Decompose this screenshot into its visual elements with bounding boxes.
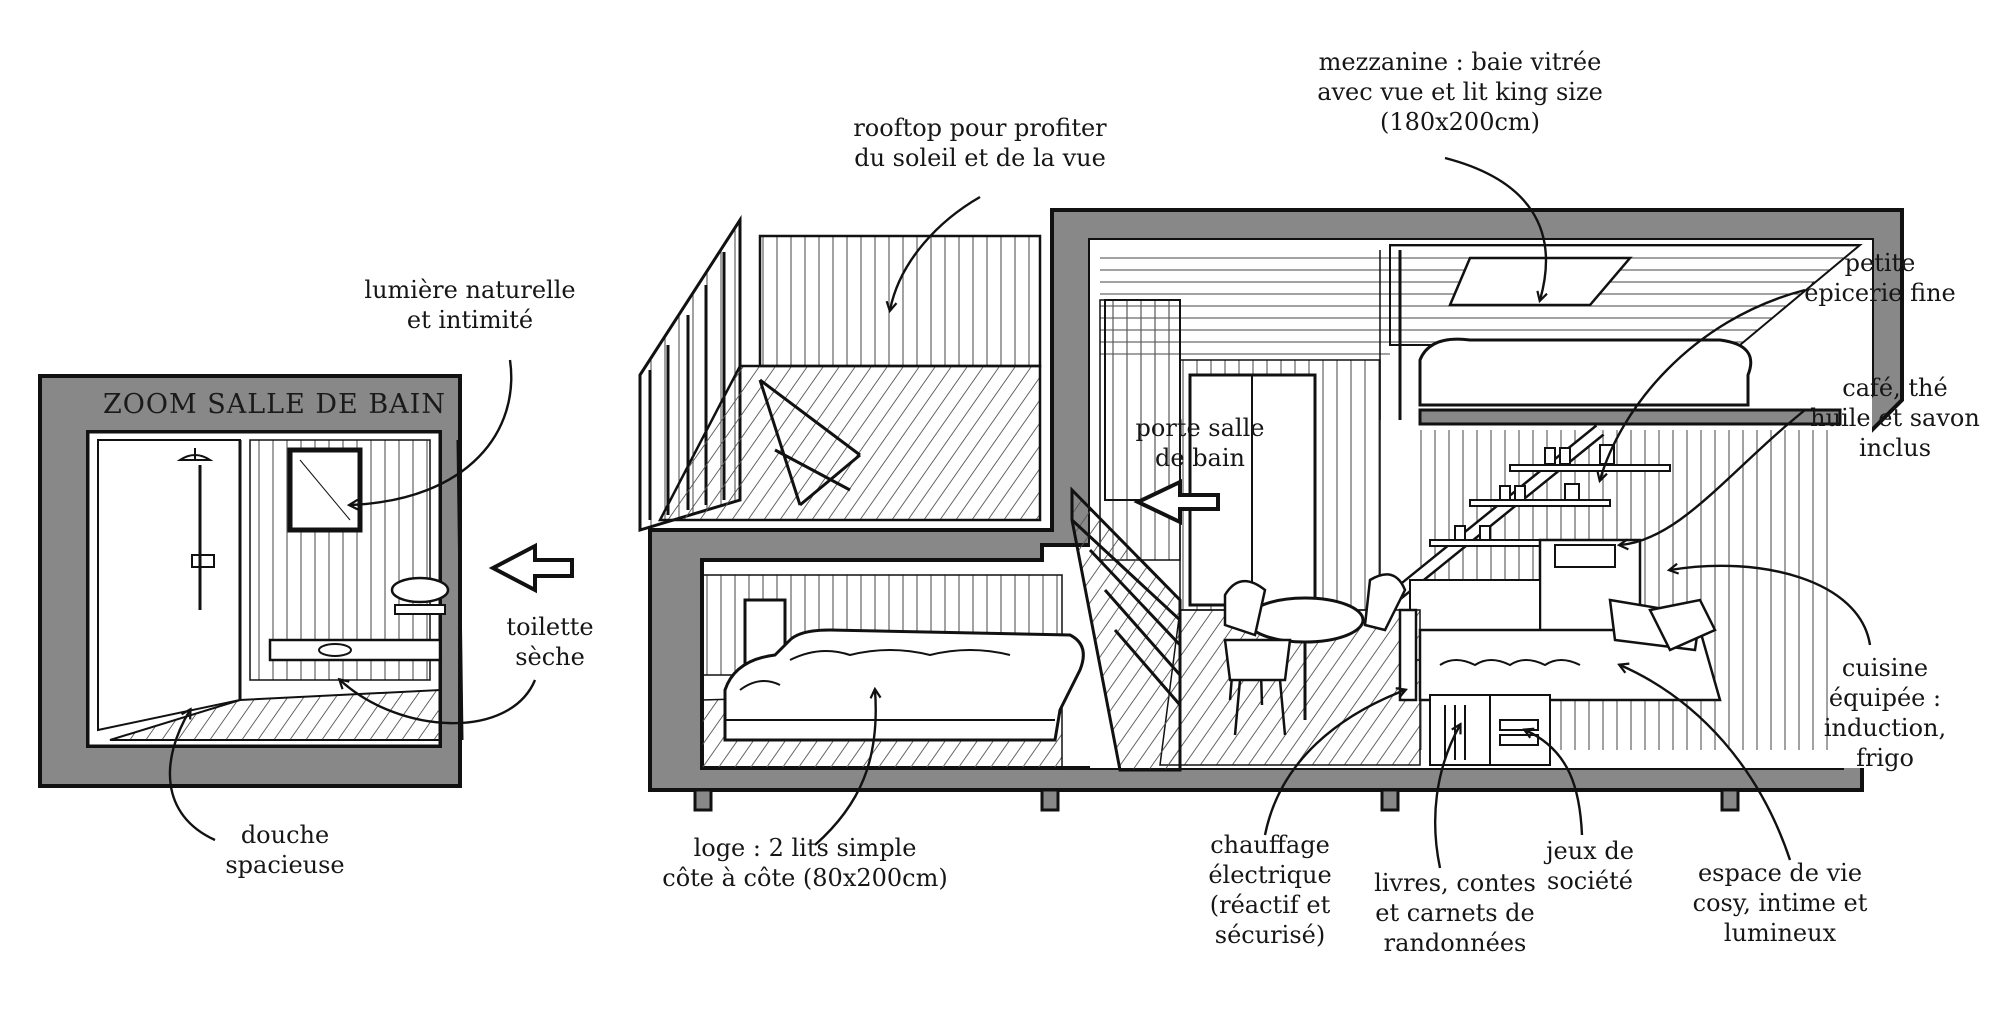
- arrow-toilette: [340, 680, 537, 725]
- rooftop-back-wall: [758, 234, 1042, 368]
- arrow-chauffage: [1263, 690, 1405, 836]
- twin-beds: [723, 628, 1085, 742]
- arrow-rooftop: [890, 195, 981, 310]
- label-lumiere: lumière naturelle et intimité: [364, 276, 576, 334]
- bathroom-floor: [109, 688, 441, 741]
- electric-heater: [1398, 608, 1418, 702]
- arrow-cuisine: [1670, 566, 1872, 646]
- label-douche: douche spacieuse: [225, 821, 345, 879]
- arrow-douche: [168, 710, 216, 842]
- rooftop-deck: [657, 364, 1042, 522]
- induction-hob: [1554, 544, 1616, 568]
- deck-chair: [758, 378, 861, 507]
- chair-front: [1223, 638, 1292, 736]
- shower-head-icon: [176, 448, 214, 461]
- bookshelf: [1429, 694, 1551, 766]
- chair-right: [1363, 573, 1407, 632]
- label-chauffage: chauffage électrique (réactif et sécuris…: [1208, 831, 1332, 949]
- arrow-jeux: [1525, 730, 1584, 836]
- arrow-mezzanine: [1444, 156, 1546, 300]
- king-size-bed: [1418, 337, 1753, 407]
- bathroom-door-arrow-icon: [1133, 478, 1220, 526]
- callout-arrows: [168, 156, 1872, 869]
- grocery-shelves: [1429, 444, 1671, 547]
- label-toilette: toilette sèche: [506, 613, 594, 671]
- label-epicerie: petite épicerie fine: [1804, 249, 1956, 307]
- dining-table: [1245, 596, 1365, 644]
- label-jeux: jeux de société: [1546, 837, 1634, 895]
- mezzanine-skylight: [1448, 256, 1633, 307]
- label-espace: espace de vie cosy, intime et lumineux: [1692, 859, 1868, 947]
- arrow-livres: [1433, 725, 1460, 869]
- label-loge: loge : 2 lits simple côte à côte (80x200…: [662, 834, 948, 892]
- house-feet: [693, 788, 1740, 812]
- label-rooftop: rooftop pour profiter du soleil et de la…: [853, 114, 1107, 172]
- arrow-loge: [814, 690, 876, 846]
- arrow-cafe: [1620, 409, 1806, 545]
- arrow-epicerie: [1600, 288, 1806, 480]
- label-cafe: café, thé huile et savon inclus: [1810, 374, 1980, 462]
- sink-basin: [390, 576, 450, 604]
- arrow-espace: [1620, 665, 1792, 861]
- bathroom-zoom: [38, 374, 574, 788]
- tiny-house-section: [638, 208, 1904, 812]
- label-cuisine: cuisine équipée : induction, frigo: [1823, 654, 1947, 772]
- label-mezzanine: mezzanine : baie vitrée avec vue et lit …: [1317, 48, 1603, 136]
- arrow-lumiere: [350, 359, 513, 505]
- zoom-title: ZOOM SALLE DE BAIN: [103, 389, 446, 420]
- label-porte-salle-de-bain: porte salle de bain: [1135, 414, 1265, 472]
- zoom-arrow-icon: [488, 542, 574, 594]
- label-livres: livres, contes et carnets de randonnées: [1374, 869, 1536, 957]
- rooftop-ladder: [1070, 486, 1182, 772]
- dry-toilet: [268, 638, 442, 662]
- bathroom-door: [1104, 299, 1181, 501]
